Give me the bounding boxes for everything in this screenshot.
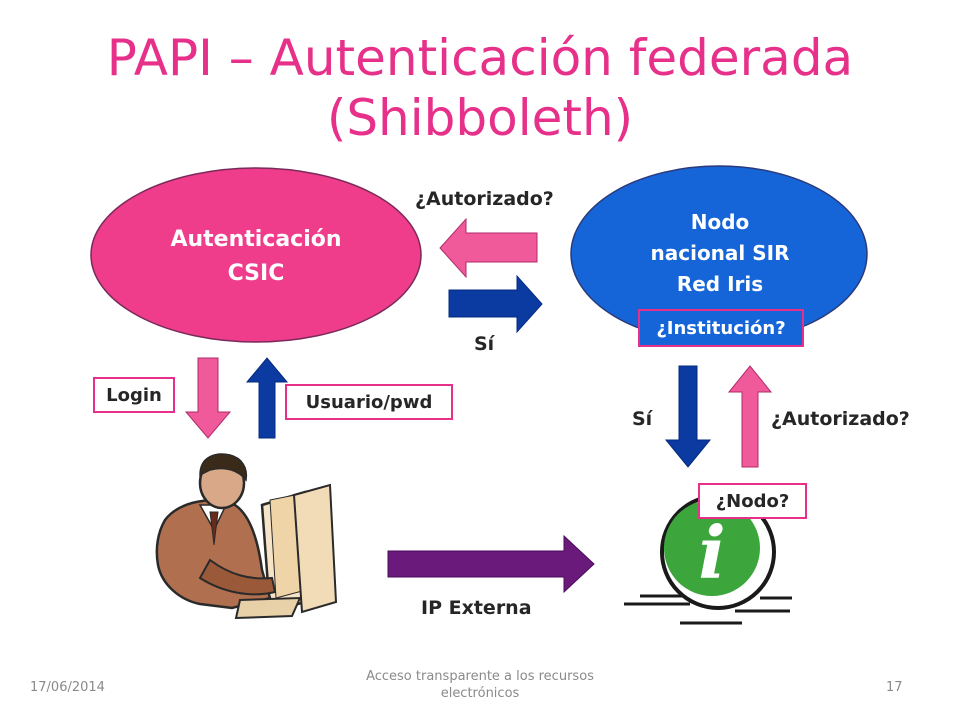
footer-center-line-1: Acceso transparente a los recursos [366,669,594,684]
tag-institucion: ¿Institución? [638,309,804,347]
label-autorizado-right: ¿Autorizado? [771,408,910,430]
sir-label-line-3: Red Iris [676,272,764,296]
svg-text:i: i [698,510,725,595]
label-autorizado-top: ¿Autorizado? [415,188,554,210]
csic-node-label: Autenticación CSIC [131,223,381,291]
user-at-computer-icon [155,453,338,620]
slide-title: PAPI – Autenticación federada (Shibbolet… [0,28,960,148]
arrow-login-down [184,357,232,439]
title-line-2: (Shibboleth) [326,89,634,147]
tag-nodo: ¿Nodo? [698,483,807,519]
sir-label-line-1: Nodo [690,210,750,234]
csic-node [90,167,422,343]
footer-page-number: 17 [886,680,903,695]
footer-date: 17/06/2014 [30,680,105,695]
arrow-ip-externa [387,534,595,594]
footer-center-line-2: electrónicos [440,686,520,701]
information-icon: i [624,494,792,625]
sir-label-line-2: nacional SIR [650,241,790,265]
arrow-autorizado-up [727,365,773,468]
arrow-autorizado-left [439,217,538,279]
label-ip-externa: IP Externa [421,597,532,619]
tag-login: Login [93,377,175,413]
arrow-usuario-up [245,357,289,439]
sir-node-label: Nodo nacional SIR Red Iris [605,207,835,300]
label-si-right: Sí [632,408,653,430]
title-line-1: PAPI – Autenticación federada [106,29,854,87]
tag-usuario-pwd: Usuario/pwd [285,384,453,420]
footer-center: Acceso transparente a los recursos elect… [330,668,630,702]
arrow-si-right [448,274,543,334]
arrow-si-down [664,365,712,468]
csic-label-line-2: CSIC [227,261,285,286]
csic-label-line-1: Autenticación [170,227,342,252]
label-si-top: Sí [474,333,495,355]
